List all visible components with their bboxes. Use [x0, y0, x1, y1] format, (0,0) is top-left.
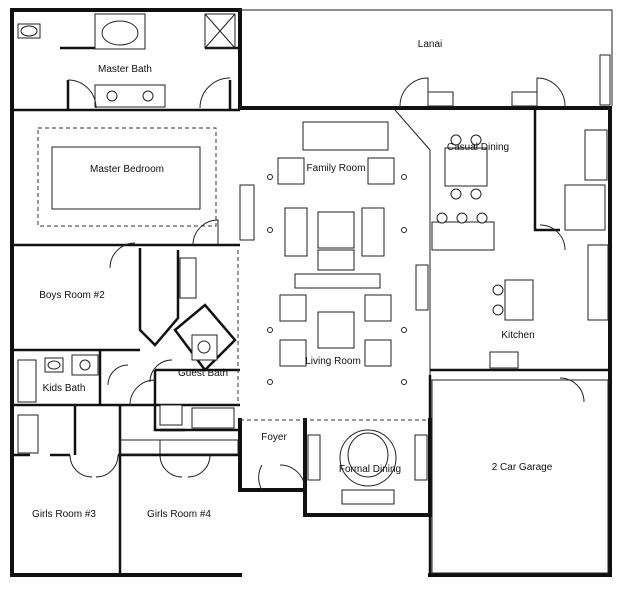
room-label-master-bath: Master Bath [98, 64, 152, 75]
girls-rooms-walls [12, 414, 240, 575]
room-label-kitchen: Kitchen [501, 330, 535, 341]
room-label-kids-bath: Kids Bath [42, 383, 86, 394]
lanai-outline [240, 9, 613, 107]
foyer-dining-fixtures [258, 429, 428, 505]
room-label-girls-room-3: Girls Room #3 [32, 509, 96, 520]
room-label-garage: 2 Car Garage [491, 462, 553, 473]
room-label-living-room: Living Room [305, 356, 361, 367]
room-label-casual-dining: Casual Dining [446, 142, 510, 153]
room-label-formal-dining: Formal Dining [338, 464, 402, 475]
room-label-family-room: Family Room [306, 163, 366, 174]
kitchen-dining-fixtures [430, 108, 610, 403]
room-label-foyer: Foyer [261, 432, 287, 443]
room-label-girls-room-4: Girls Room #4 [147, 509, 211, 520]
family-living-furniture [239, 109, 431, 421]
room-label-lanai: Lanai [417, 39, 443, 50]
room-label-guest-bath: Guest Bath [177, 368, 229, 379]
room-label-boys-room: Boys Room #2 [39, 290, 105, 301]
master-suite-walls [12, 13, 240, 247]
room-label-master-bedroom: Master Bedroom [90, 164, 164, 175]
bedroom-wing-walls [12, 242, 240, 455]
garage-walls [428, 375, 609, 575]
